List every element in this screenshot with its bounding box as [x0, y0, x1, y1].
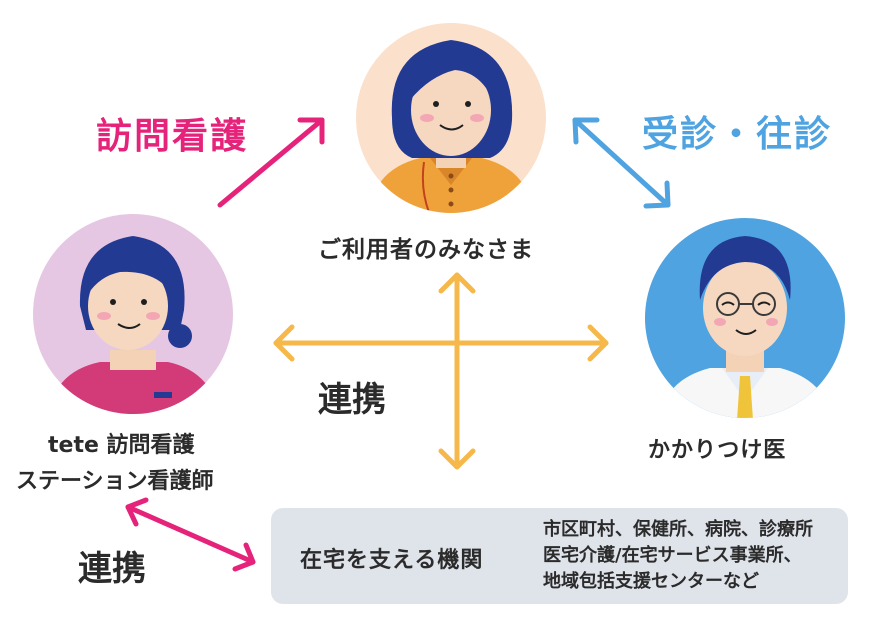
nurse-label-line2: ステーション看護師 [16, 469, 214, 494]
organizations-list: 市区町村、保健所、病院、診療所 医宅介護/在宅サービス事業所、 地域包括支援セン… [543, 517, 813, 595]
visit-nursing-label: 訪問看護 [96, 116, 249, 157]
organizations-item: 地域包括支援センターなど [543, 571, 759, 592]
consultation-label: 受診・往診 [642, 114, 833, 155]
cooperation-left-label: 連携 [78, 549, 146, 589]
doctor-label: かかりつけ医 [648, 438, 787, 463]
cooperation-center-label: 連携 [318, 380, 386, 420]
nurse-label: tete 訪問看護 ステーション看護師 [16, 428, 286, 500]
visit-nursing-arrow [217, 117, 325, 208]
consultation-arrow [572, 117, 671, 209]
cooperation-cross-arrow [273, 272, 609, 470]
nurse-label-line1: tete 訪問看護 [48, 433, 195, 458]
organizations-item: 医宅介護/在宅サービス事業所、 [543, 545, 802, 566]
nurse-avatar [33, 214, 233, 414]
organizations-box: 在宅を支える機関 市区町村、保健所、病院、診療所 医宅介護/在宅サービス事業所、… [271, 508, 848, 604]
patient-label: ご利用者のみなさま [318, 237, 534, 263]
organizations-title: 在宅を支える機関 [300, 548, 484, 573]
organizations-item: 市区町村、保健所、病院、診療所 [543, 519, 813, 540]
patient-avatar [356, 23, 546, 213]
doctor-avatar [645, 218, 845, 418]
cooperation-left-arrow [125, 497, 256, 572]
